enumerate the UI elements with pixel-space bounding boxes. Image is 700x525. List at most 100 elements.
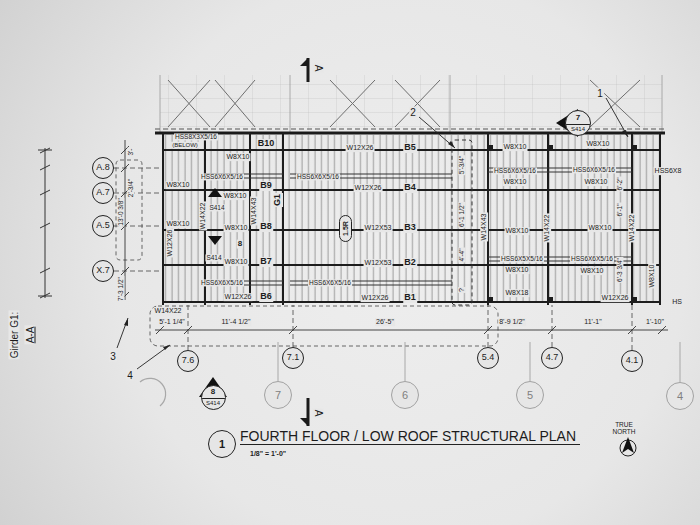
member-size: W8X10 [223, 192, 248, 200]
callout-number: 3 [109, 351, 117, 362]
beam-mark: B2 [403, 258, 417, 268]
radius-tag: 1.5R [339, 215, 352, 242]
node-text: 7 [265, 389, 291, 401]
member-size: W8X10 [224, 224, 249, 232]
grid-bubble: 4 [666, 382, 694, 410]
dimension: 13'-0 3/8" [117, 197, 124, 226]
member-size: W12X26 [361, 294, 390, 302]
callout-number: 2 [409, 107, 417, 118]
note-label: S414 [205, 254, 222, 261]
beam-mark: B10 [257, 139, 276, 149]
member-size: HSS6X6X5/16 [572, 166, 616, 173]
joists [163, 135, 660, 302]
grid-bubble: 7 [264, 381, 292, 409]
callout-number: 8 [237, 240, 243, 249]
member-size: HSS6X6X5/16 [296, 173, 340, 180]
node-text: S414 [202, 399, 225, 407]
note-label: TRUE NORTH [608, 421, 640, 435]
dimension: 11'-1" [583, 318, 602, 326]
node-text: 8 [202, 388, 225, 399]
note-label: A [313, 64, 324, 73]
member-size: HS [671, 298, 683, 306]
dimension: 11'-4 1/2" [221, 318, 252, 326]
member-size: HSS6X6X5/16 [200, 279, 244, 286]
grid-bubble: 4.1 [621, 350, 643, 372]
dashed-zone [150, 306, 498, 346]
member-size: W8X10 [648, 264, 656, 289]
callout-number: 4 [126, 370, 134, 381]
beam-mark: B3 [403, 223, 417, 233]
member-size: W8X10 [224, 258, 249, 266]
node-text: A.8 [93, 163, 113, 173]
section-arrow [300, 58, 308, 426]
member-size: HSS6X6X5/16 [200, 173, 244, 180]
member-size: HSS6X6X5/16 [493, 167, 537, 174]
grid-bubble: 7.1 [282, 347, 304, 369]
dimension: 5'-1 1/4" [158, 318, 186, 326]
dimension: 26'-5" [375, 318, 395, 326]
node-text: 7.1 [283, 353, 303, 363]
member-size: W8X10 [503, 143, 528, 151]
member-size: W12X53 [364, 224, 393, 232]
note-label: ? [458, 287, 466, 293]
grid-lines [114, 168, 160, 271]
node-text: 4 [667, 390, 693, 402]
node-text: A.7 [93, 188, 113, 198]
grid-bubble: 6 [391, 381, 419, 409]
member-size: W8X10 [166, 220, 191, 228]
member-size: W8X10 [226, 153, 251, 161]
node-text: 5 [517, 389, 543, 401]
band-lines [160, 75, 662, 133]
grid-bubble: A.5 [92, 215, 114, 237]
beam-mark: B4 [403, 183, 417, 193]
member-size: HSS8X3X5/16 [174, 133, 218, 140]
dimension-line [155, 326, 668, 334]
columns [488, 145, 637, 302]
beam-mark: B5 [403, 143, 417, 153]
scale-note: 1/8" = 1'-0" [250, 450, 286, 457]
member-size: W8X10 [588, 224, 613, 232]
dimension-line [38, 148, 52, 298]
member-size: HSS6X5X5/16 [500, 255, 544, 262]
beam-mark: B6 [259, 292, 273, 302]
member-size: W12X26 [166, 229, 174, 258]
node-text: 7 [566, 114, 590, 125]
dimension: 7'-3 1/2" [117, 276, 124, 302]
dimension: 2'-3/4" [127, 178, 134, 198]
member-size: W14X22 [628, 214, 636, 243]
grid-lines [188, 305, 632, 350]
member-size: W12X26 [601, 294, 630, 302]
member-size: W8X10 [166, 181, 191, 189]
dimension: 3'- [127, 147, 134, 156]
member-size: W8X10 [505, 266, 530, 274]
callout-number: 1 [596, 88, 604, 99]
member-size: HSS6X8 [654, 167, 683, 175]
slab-edge [155, 132, 665, 135]
drawing-number: 1 [208, 430, 236, 458]
grid-bubble: X.7 [92, 260, 114, 282]
note-label: S414 [208, 204, 225, 211]
note-label: (BELOW) [171, 142, 199, 149]
node-text: S414 [566, 125, 590, 133]
dimension: 8'-9 1/2" [498, 318, 526, 326]
north-arrow [622, 437, 634, 453]
note-label: A [313, 409, 324, 418]
note-label: Girder G1: [9, 311, 20, 360]
node-text: 5.4 [478, 353, 498, 363]
grid-bubble: 4.7 [541, 347, 563, 369]
grid-bubble: 5.4 [477, 347, 499, 369]
grid-bubble: A.7 [92, 182, 114, 204]
beam-mark: B1 [403, 293, 417, 303]
hss-members [205, 168, 632, 285]
grid-bubble: 5 [516, 381, 544, 409]
node-text: 4.1 [622, 356, 642, 366]
grid-bubble: A.8 [92, 157, 114, 179]
dimension: 6'-3 3/4" [616, 257, 623, 283]
member-size: W12X26 [354, 184, 383, 192]
node-text: 1.5R [341, 216, 349, 241]
girders [163, 133, 660, 305]
member-size: W8X10 [586, 140, 611, 148]
note-label: G1 [273, 193, 283, 207]
member-size: W8X10 [584, 178, 609, 186]
beam-mark: B7 [259, 257, 273, 267]
